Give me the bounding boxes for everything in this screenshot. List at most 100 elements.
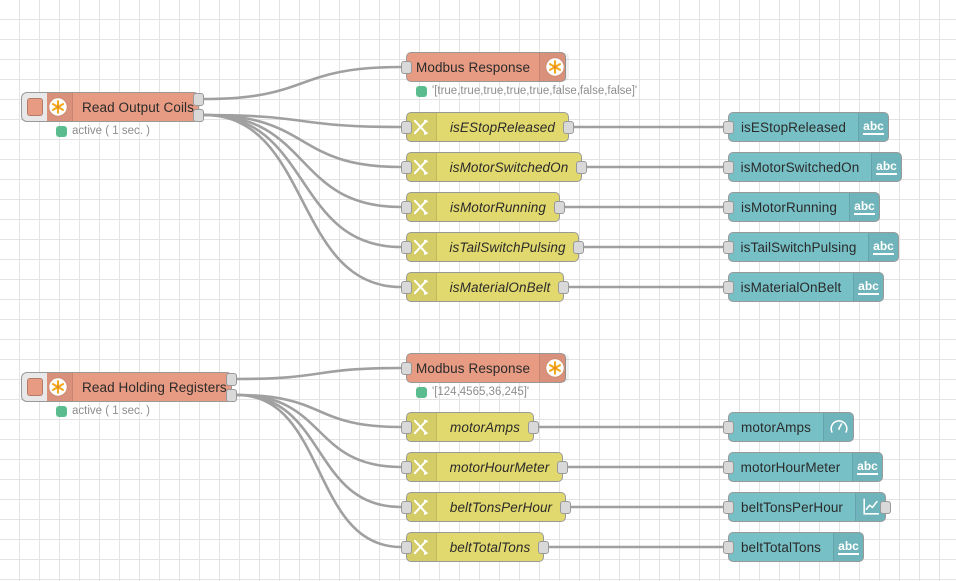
node-read-coils[interactable]: Read Output Coils	[21, 92, 204, 122]
swap-arrows-icon	[407, 413, 437, 441]
node-label: isMaterialOnBelt	[740, 279, 842, 295]
node-label: isTailSwitchPulsing	[740, 239, 857, 255]
input-port[interactable]	[401, 161, 412, 174]
input-port[interactable]	[723, 161, 734, 174]
output-port[interactable]	[226, 389, 237, 402]
output-port[interactable]	[558, 281, 569, 294]
input-port[interactable]	[723, 541, 734, 554]
swap-arrows-icon	[407, 493, 437, 521]
abc-icon: abc	[858, 278, 879, 295]
node-modbus-response-coils[interactable]: Modbus Response	[401, 52, 570, 82]
status-text: '[124,4565,36,245]'	[432, 386, 530, 398]
output-port[interactable]	[226, 373, 237, 386]
node-label: isMotorSwitchedOn	[449, 159, 569, 175]
chart-icon	[862, 498, 879, 515]
input-port[interactable]	[401, 541, 412, 554]
status-read-registers: active ( 1 sec. )	[56, 405, 150, 417]
node-change-isTailSwitchPulsing[interactable]: isTailSwitchPulsing	[401, 232, 584, 262]
node-inject-button[interactable]	[21, 372, 47, 402]
output-port[interactable]	[880, 501, 891, 514]
status-read-coils: active ( 1 sec. )	[56, 125, 150, 137]
gauge-icon	[823, 413, 853, 441]
node-change-motorAmps[interactable]: motorAmps	[401, 412, 539, 442]
status-text: active ( 1 sec. )	[72, 405, 150, 417]
node-modbus-response-registers[interactable]: Modbus Response	[401, 353, 570, 383]
swap-arrows-icon	[407, 153, 437, 181]
input-port[interactable]	[723, 241, 734, 254]
output-port[interactable]	[560, 501, 571, 514]
status-dot	[56, 125, 67, 137]
node-change-motorHourMeter[interactable]: motorHourMeter	[401, 452, 568, 482]
input-port[interactable]	[723, 121, 734, 134]
node-change-isMotorSwitchedOn[interactable]: isMotorSwitchedOn	[401, 152, 587, 182]
node-label: isMaterialOnBelt	[449, 279, 551, 295]
input-port[interactable]	[401, 501, 412, 514]
node-change-beltTonsPerHour[interactable]: beltTonsPerHour	[401, 492, 571, 522]
status-text: '[true,true,true,true,true,false,false,f…	[432, 85, 638, 97]
input-port[interactable]	[401, 421, 412, 434]
status-dot	[416, 85, 427, 97]
node-label: Read Output Coils	[82, 99, 195, 115]
node-label: motorAmps	[741, 419, 811, 435]
input-port[interactable]	[401, 121, 412, 134]
input-port[interactable]	[401, 281, 412, 294]
modbus-flower-icon	[544, 57, 565, 77]
node-label: beltTonsPerHour	[449, 499, 553, 515]
swap-arrows-icon	[413, 278, 429, 295]
node-change-isMaterialOnBelt[interactable]: isMaterialOnBelt	[401, 272, 569, 302]
abc-icon: abc	[849, 193, 879, 221]
output-port[interactable]	[528, 421, 539, 434]
input-port[interactable]	[723, 501, 734, 514]
wire	[235, 366, 403, 381]
input-port[interactable]	[401, 241, 412, 254]
modbus-flower-icon	[47, 377, 68, 397]
input-port[interactable]	[401, 201, 412, 214]
swap-arrows-icon	[407, 233, 437, 261]
output-port[interactable]	[538, 541, 549, 554]
input-port[interactable]	[723, 281, 734, 294]
swap-arrows-icon	[413, 458, 429, 475]
node-label: Modbus Response	[416, 59, 531, 75]
input-port[interactable]	[401, 461, 412, 474]
input-port[interactable]	[723, 201, 734, 214]
swap-arrows-icon	[413, 418, 429, 435]
output-port[interactable]	[573, 241, 584, 254]
node-label: Modbus Response	[416, 360, 531, 376]
output-port[interactable]	[554, 201, 565, 214]
node-debug-motorAmps[interactable]: motorAmps	[723, 412, 854, 442]
output-port[interactable]	[193, 93, 204, 106]
node-debug-beltTonsPerHour[interactable]: beltTonsPerHour	[723, 492, 891, 522]
output-port[interactable]	[193, 109, 204, 122]
abc-icon: abc	[871, 153, 901, 181]
node-label: motorHourMeter	[740, 459, 841, 475]
node-read-registers[interactable]: Read Holding Registers	[21, 372, 237, 402]
output-port[interactable]	[563, 121, 574, 134]
status-response-registers: '[124,4565,36,245]'	[416, 386, 529, 398]
node-label: motorAmps	[450, 419, 520, 435]
output-port[interactable]	[576, 161, 587, 174]
node-label: isMotorRunning	[741, 199, 837, 215]
inject-knob	[26, 378, 43, 396]
node-inject-button[interactable]	[21, 92, 47, 122]
output-port[interactable]	[557, 461, 568, 474]
node-change-isMotorRunning[interactable]: isMotorRunning	[401, 192, 565, 222]
node-change-isEStopReleased[interactable]: isEStopReleased	[401, 112, 574, 142]
input-port[interactable]	[401, 362, 412, 375]
input-port[interactable]	[723, 421, 734, 434]
node-debug-isMaterialOnBelt[interactable]: isMaterialOnBelt abc	[723, 272, 884, 302]
modbus-flower-icon	[539, 53, 570, 81]
input-port[interactable]	[723, 461, 734, 474]
node-debug-isMotorRunning[interactable]: isMotorRunning abc	[723, 192, 880, 222]
node-change-beltTotalTons[interactable]: beltTotalTons	[401, 532, 549, 562]
swap-arrows-icon	[413, 118, 429, 135]
input-port[interactable]	[401, 61, 412, 74]
swap-arrows-icon	[413, 498, 429, 515]
abc-icon: abc	[876, 158, 897, 175]
abc-icon: abc	[838, 538, 859, 555]
